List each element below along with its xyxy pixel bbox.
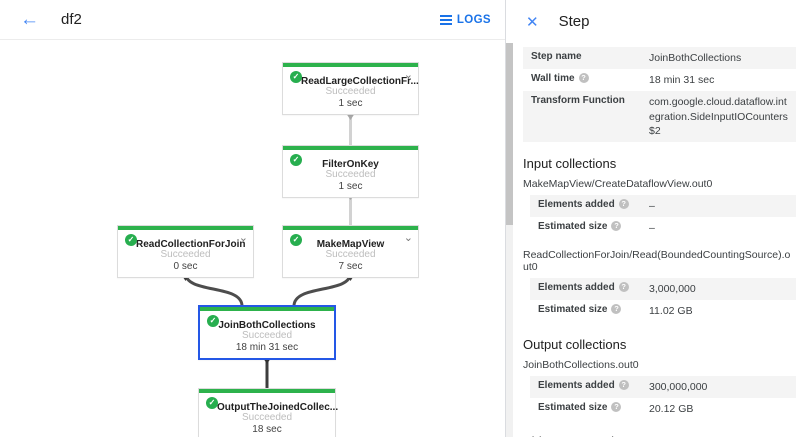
metric-label: Estimated size? xyxy=(538,304,649,315)
metric-label: Elements added? xyxy=(538,379,649,391)
metric-row: Estimated size? 11.02 GB xyxy=(530,300,796,322)
logs-button[interactable]: LOGS xyxy=(438,10,493,30)
node-title: JoinBothCollections xyxy=(218,320,316,331)
graph-node-filteronkey[interactable]: ✓ FilterOnKey Succeeded 1 sec xyxy=(282,145,419,198)
node-status-strip xyxy=(200,307,334,311)
close-icon[interactable]: ✕ xyxy=(526,13,539,31)
help-icon[interactable]: ? xyxy=(618,282,629,293)
scrollbar-track[interactable] xyxy=(506,43,513,437)
metric-label: Estimated size? xyxy=(538,221,649,232)
graph-node-readcollectionforjoin[interactable]: ✓ ReadCollectionForJoin ⌄ Succeeded 0 se… xyxy=(117,225,254,278)
node-status-strip xyxy=(199,389,335,393)
metric-value: 300,000,000 xyxy=(649,380,708,393)
help-icon[interactable]: ? xyxy=(618,198,629,209)
success-check-icon: ✓ xyxy=(290,234,302,246)
node-status-strip xyxy=(283,146,418,150)
help-icon[interactable]: ? xyxy=(611,304,622,315)
node-title: ReadCollectionForJoin xyxy=(136,239,246,250)
job-title: df2 xyxy=(61,11,82,28)
metric-label: Elements added? xyxy=(538,282,649,293)
node-title: MakeMapView xyxy=(316,239,385,250)
metric-value: 20.12 GB xyxy=(649,402,694,415)
panel-header: ✕ Step xyxy=(506,0,800,43)
node-status: Succeeded xyxy=(325,86,376,97)
help-icon[interactable]: ? xyxy=(611,221,622,232)
graph-node-readlargecollection[interactable]: ✓ ReadLargeCollectionFr... ⌄ Succeeded 1… xyxy=(282,62,419,115)
node-status: Succeeded xyxy=(160,249,211,260)
metric-value: – xyxy=(649,199,655,212)
back-arrow-icon[interactable]: ← xyxy=(20,9,39,30)
graph-node-makemapview[interactable]: ✓ MakeMapView ⌄ Succeeded 7 sec xyxy=(282,225,419,278)
chevron-down-icon[interactable]: ⌄ xyxy=(403,69,413,81)
graph-node-outputthejoined[interactable]: ✓ OutputTheJoinedCollec... Succeeded 18 … xyxy=(198,388,339,437)
panel-content: Step name JoinBothCollections Wall time?… xyxy=(523,43,796,437)
help-icon[interactable]: ? xyxy=(578,73,589,84)
node-time: 1 sec xyxy=(338,181,363,192)
side-input-metrics-heading: Side Input Metrics xyxy=(523,434,796,437)
logs-list-icon xyxy=(439,14,452,25)
scrollbar-thumb[interactable] xyxy=(506,43,513,225)
metric-value: 3,000,000 xyxy=(649,283,696,296)
detail-label: Transform Function xyxy=(531,95,625,107)
help-icon[interactable]: ? xyxy=(611,401,622,412)
collection-name: JoinBothCollections.out0 xyxy=(523,358,639,371)
metric-row: Elements added? 300,000,000 xyxy=(530,375,796,398)
detail-row-step-name: Step name JoinBothCollections xyxy=(523,47,796,70)
detail-value: JoinBothCollections xyxy=(649,52,742,64)
node-status-strip xyxy=(118,226,253,230)
node-status: Succeeded xyxy=(241,330,293,341)
collection-metrics-table: Elements added? – Estimated size? – xyxy=(530,194,796,239)
metric-value: 11.02 GB xyxy=(649,305,693,318)
collection-metrics-table: Elements added? 3,000,000 Estimated size… xyxy=(530,278,796,322)
detail-label: Step name xyxy=(531,51,582,62)
node-time: 0 sec xyxy=(173,261,198,272)
metric-row: Elements added? – xyxy=(530,194,796,218)
node-time: 1 sec xyxy=(338,98,363,109)
metric-row: Elements added? 3,000,000 xyxy=(530,278,796,301)
chevron-down-icon[interactable]: ⌄ xyxy=(403,232,413,244)
metric-label: Elements added? xyxy=(538,198,649,210)
node-title: OutputTheJoinedCollec... xyxy=(217,402,339,413)
collection-name: MakeMapView/CreateDataflowView.out0 xyxy=(523,177,713,190)
job-graph-canvas[interactable]: ✓ ReadLargeCollectionFr... ⌄ Succeeded 1… xyxy=(0,40,505,437)
metric-value: – xyxy=(649,222,655,235)
detail-row-transform-function: Transform Function com.google.cloud.data… xyxy=(523,91,796,142)
help-icon[interactable]: ? xyxy=(618,379,629,390)
success-check-icon: ✓ xyxy=(290,154,302,166)
detail-label: Wall time? xyxy=(531,73,649,84)
graph-panel: ← df2 LOGS xyxy=(0,0,505,437)
detail-value: 18 min 31 sec xyxy=(649,74,715,87)
node-status-strip xyxy=(283,63,418,67)
node-time: 18 sec xyxy=(252,424,282,435)
node-time: 7 sec xyxy=(338,261,363,272)
panel-title: Step xyxy=(558,13,590,30)
input-collections-heading: Input collections xyxy=(523,155,617,171)
logs-button-label: LOGS xyxy=(456,13,491,26)
collection-name: ReadCollectionForJoin/Read(BoundedCounti… xyxy=(523,249,791,274)
node-status-strip xyxy=(283,226,418,230)
graph-node-joinbothcollections-selected[interactable]: ✓ JoinBothCollections Succeeded 18 min 3… xyxy=(198,305,336,360)
success-check-icon: ✓ xyxy=(290,71,302,83)
metric-row: Estimated size? – xyxy=(530,217,796,239)
success-check-icon: ✓ xyxy=(125,234,137,246)
success-check-icon: ✓ xyxy=(207,315,219,327)
panel-body: Step name JoinBothCollections Wall time?… xyxy=(506,43,800,437)
step-details-panel: ✕ Step Step name JoinBothCollections Wal… xyxy=(505,0,800,437)
node-status: Succeeded xyxy=(325,169,376,180)
output-collections-heading: Output collections xyxy=(523,336,627,352)
metric-label: Estimated size? xyxy=(538,401,649,413)
collection-metrics-table: Elements added? 300,000,000 Estimated si… xyxy=(530,375,796,420)
node-title: ReadLargeCollectionFr... xyxy=(301,76,419,87)
metric-row: Estimated size? 20.12 GB xyxy=(530,398,796,420)
top-bar: ← df2 LOGS xyxy=(0,0,505,40)
detail-row-wall-time: Wall time? 18 min 31 sec xyxy=(523,69,796,91)
node-time: 18 min 31 sec xyxy=(235,342,299,353)
node-status: Succeeded xyxy=(325,249,376,260)
chevron-down-icon[interactable]: ⌄ xyxy=(238,232,248,244)
success-check-icon: ✓ xyxy=(206,397,218,409)
detail-value: com.google.cloud.dataflow.integration.Si… xyxy=(649,96,788,137)
node-status: Succeeded xyxy=(241,412,293,423)
node-title: FilterOnKey xyxy=(322,159,379,170)
